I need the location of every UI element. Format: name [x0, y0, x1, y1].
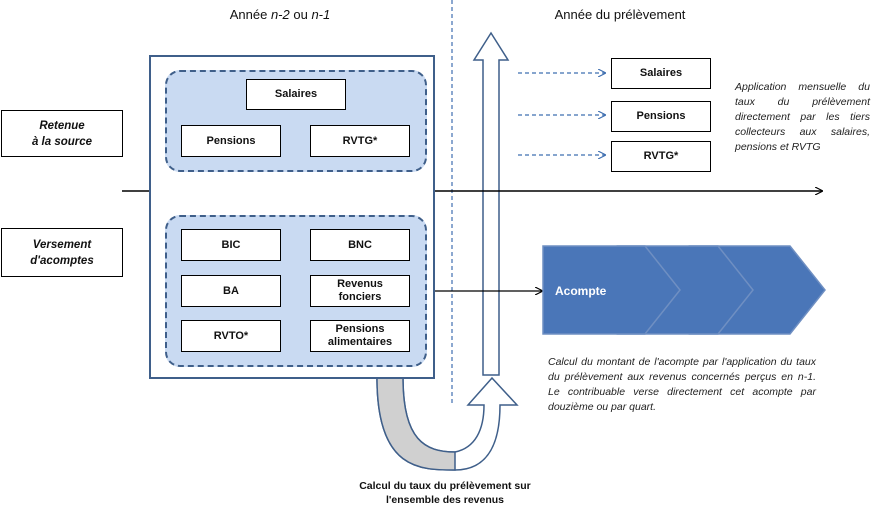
acompte-label: Acompte — [555, 284, 607, 298]
label-versement-acomptes: Versement d'acomptes — [1, 228, 123, 277]
caption-calcul-taux: Calcul du taux du prélèvement sur l'ense… — [359, 480, 531, 506]
curved-arrow-shade — [376, 377, 456, 471]
box-revenus-fonciers: Revenus fonciers — [310, 275, 410, 307]
prelevement-box-salaires: Salaires — [611, 58, 711, 89]
retenue-line2: à la source — [31, 135, 93, 148]
note-calcul-acompte: Calcul du montant de l'acompte par l'app… — [548, 356, 816, 413]
versement-line2: d'acomptes — [30, 254, 94, 267]
chevron-1 — [542, 245, 681, 335]
box-rvto: RVTO* — [181, 320, 281, 352]
retenue-line1: Retenue — [39, 119, 85, 132]
prelevement-box-pensions: Pensions — [611, 101, 711, 132]
box-ba: BA — [181, 275, 281, 307]
header-year-prelevement: Année du prélèvement — [554, 7, 686, 22]
box-pensions-alimentaires: Pensions alimentaires — [310, 320, 410, 352]
header-year-n: Année n-2 ou n-1 — [229, 7, 331, 22]
label-retenue-source: Retenue à la source — [1, 110, 123, 157]
versement-line1: Versement — [32, 238, 92, 251]
box-bic: BIC — [181, 229, 281, 261]
box-bnc: BNC — [310, 229, 410, 261]
box-pensions: Pensions — [181, 125, 281, 157]
up-arrow-icon — [472, 31, 510, 376]
note-application-mensuelle: Application mensuelle du taux du prélève… — [735, 81, 870, 153]
prelevement-box-rvtg: RVTG* — [611, 141, 711, 172]
box-salaires: Salaires — [246, 79, 346, 110]
box-rvtg: RVTG* — [310, 125, 410, 157]
